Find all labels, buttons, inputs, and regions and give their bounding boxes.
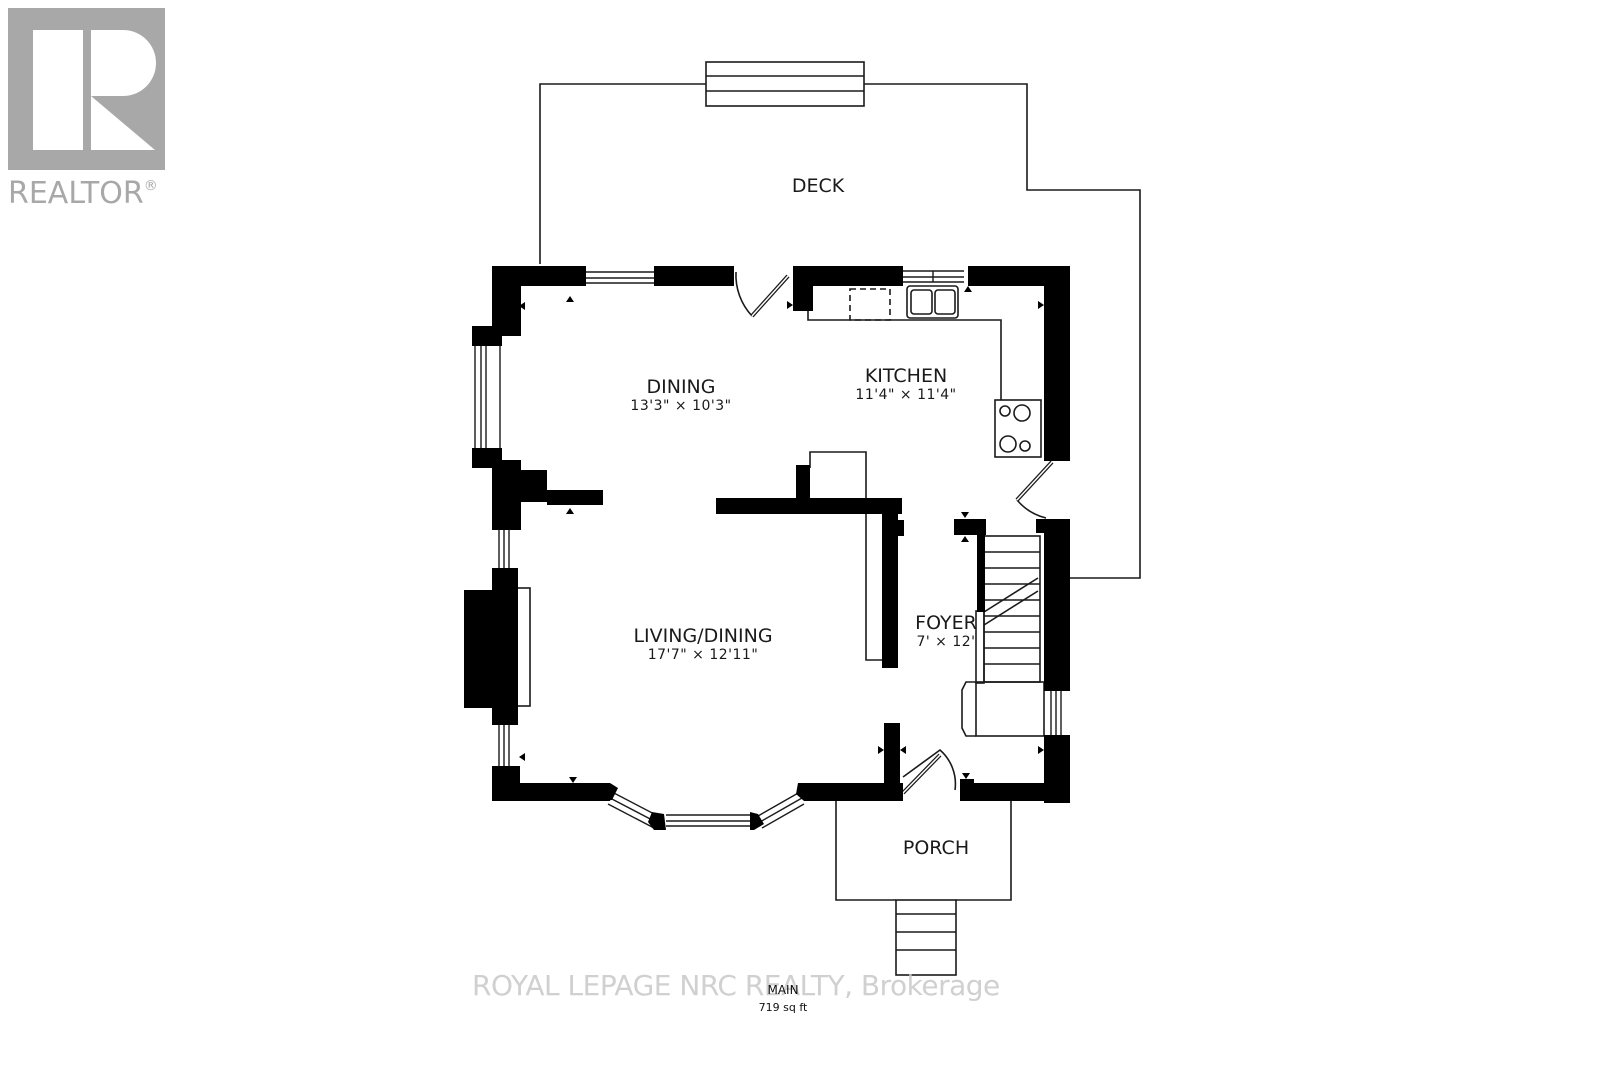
porch-steps-icon: [895, 899, 957, 976]
realtor-r-icon: [8, 8, 165, 170]
kitchen-side-door-swing: [1016, 499, 1047, 519]
room-name: FOYER: [915, 612, 977, 634]
deck-door-swing: [735, 271, 753, 317]
deck-steps-icon: [705, 61, 865, 107]
porch-outline: [835, 800, 896, 901]
room-dimensions: 11'4" × 11'4": [855, 387, 957, 403]
windows: [474, 270, 1062, 829]
closet-outline: [809, 451, 882, 661]
room-label-deck: DECK: [792, 175, 844, 197]
staircase-icon: [961, 535, 1045, 737]
realtor-brand-text: REALTOR: [8, 176, 144, 211]
sink-icon: [906, 285, 959, 319]
room-label-kitchen: KITCHEN 11'4" × 11'4": [855, 365, 956, 403]
room-name: PORCH: [902, 837, 970, 859]
room-name: DINING: [646, 376, 716, 398]
room-dimensions: 7' × 12': [916, 634, 976, 650]
realtor-logo: REALTOR®: [8, 8, 198, 218]
room-dimensions: 13'3" × 10'3": [630, 398, 732, 414]
brokerage-watermark: ROYAL LEPAGE NRC REALTY, Brokerage: [472, 969, 1000, 1002]
floor-area: 719 sq ft: [758, 1001, 808, 1014]
deck-outline-right: [864, 83, 1141, 579]
room-label-dining: DINING 13'3" × 10'3": [630, 376, 731, 414]
room-label-foyer: FOYER 7' × 12': [915, 612, 977, 650]
room-label-porch: PORCH: [903, 837, 969, 859]
deck-outline: [539, 83, 706, 264]
front-door-swing: [902, 748, 957, 791]
room-label-living-dining: LIVING/DINING 17'7" × 12'11": [633, 625, 772, 663]
room-dimensions: 17'7" × 12'11": [647, 647, 759, 663]
realtor-wordmark: REALTOR®: [8, 176, 158, 211]
room-name: LIVING/DINING: [633, 625, 773, 647]
fireplace-hearth: [516, 587, 531, 707]
dimension-markers: [519, 286, 1044, 783]
stove-icon: [994, 399, 1042, 458]
dishwasher-icon: [849, 288, 891, 321]
registered-mark: ®: [143, 178, 158, 194]
room-name: DECK: [791, 175, 845, 197]
room-name: KITCHEN: [864, 365, 948, 387]
exterior-walls: [464, 266, 1070, 830]
floor-name: MAIN: [767, 983, 799, 997]
